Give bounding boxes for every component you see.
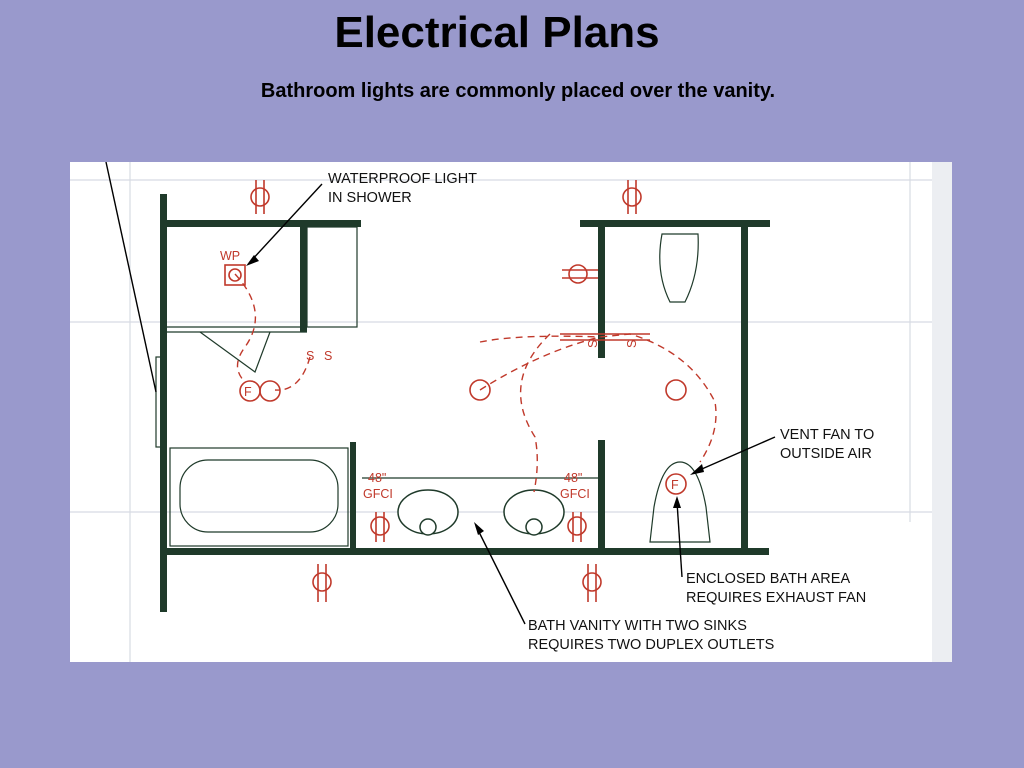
light-fixtures (224, 264, 687, 401)
outlet-top-right (622, 180, 642, 214)
plan-drawing: WP F F S S S S 48" GFCI 48" GFCI WATERPR… (70, 162, 952, 662)
gfci-label-right: GFCI (560, 487, 590, 501)
wall-tub-end (350, 442, 356, 548)
leader-shower-light (249, 183, 323, 263)
light-fixture-toilet (665, 379, 687, 401)
callout-shower-light-line1: WATERPROOF LIGHT (328, 171, 477, 187)
exhaust-fan-symbol-label: F (671, 478, 679, 492)
wiring-runs (234, 273, 717, 493)
leader-lines (246, 183, 776, 625)
outlets (250, 180, 642, 602)
callout-vanity-line2: REQUIRES TWO DUPLEX OUTLETS (528, 637, 774, 653)
callout-vent-fan-line2: OUTSIDE AIR (780, 446, 872, 462)
wall-shower-right (300, 220, 307, 332)
waterproof-light-box (224, 264, 246, 286)
switch-label-1: S (306, 349, 314, 363)
outlet-bottom-right (582, 564, 602, 602)
outlet-top-left (250, 180, 270, 214)
wall-toilet-left-lower (598, 440, 605, 548)
exhaust-fan-icon (665, 473, 687, 495)
entry-leader-line (105, 162, 157, 393)
callout-vent-fan-line1: VENT FAN TO (780, 427, 874, 443)
toilet (649, 233, 711, 543)
leader-vanity (475, 525, 526, 625)
outlet-gfci-left (370, 512, 390, 542)
outlet-toilet-wall (562, 264, 598, 284)
vanity (362, 477, 598, 536)
callout-vanity-line1: BATH VANITY WITH TWO SINKS (528, 618, 747, 634)
walls (160, 194, 770, 612)
outlet-bottom-left (312, 564, 332, 602)
switch-lines (560, 333, 650, 341)
switch-label-4: S (625, 340, 639, 348)
shower-stall (167, 226, 358, 373)
bathtub (169, 447, 349, 547)
callout-shower-light-line2: IN SHOWER (328, 190, 412, 206)
switch-label-2: S (324, 349, 332, 363)
slide-subtitle: Bathroom lights are commonly placed over… (260, 80, 776, 102)
wall-right (741, 220, 748, 555)
callout-enclosed-bath-line2: REQUIRES EXHAUST FAN (686, 590, 866, 606)
gfci-label-left: GFCI (363, 487, 393, 501)
light-fixture-center (469, 379, 491, 401)
page-edge-shadow (932, 162, 952, 662)
light-icon (259, 380, 281, 402)
wp-label: WP (220, 249, 240, 263)
outlet-height-right: 48" (564, 471, 582, 485)
bathroom-electrical-plan: WP F F S S S S 48" GFCI 48" GFCI WATERPR… (70, 162, 952, 662)
switch-label-3: S (586, 340, 600, 348)
wall-bottom (167, 548, 769, 555)
wall-toilet-left-upper (598, 220, 605, 358)
fan-light-pair (239, 380, 281, 402)
outlet-gfci-right (567, 512, 587, 542)
entry-door (155, 356, 163, 448)
outlet-height-left: 48" (368, 471, 386, 485)
leader-enclosed-bath (676, 501, 683, 578)
wall-left (160, 194, 167, 612)
callout-enclosed-bath-line1: ENCLOSED BATH AREA (686, 571, 850, 587)
wall-top-left (165, 220, 361, 227)
leader-vent-fan (694, 436, 776, 473)
background-ghost-lines (70, 162, 952, 662)
waterproof-light-icon (228, 268, 242, 282)
fan-symbol-label: F (244, 385, 252, 399)
wall-top-right (580, 220, 770, 227)
slide-title: Electrical Plans (334, 8, 660, 57)
